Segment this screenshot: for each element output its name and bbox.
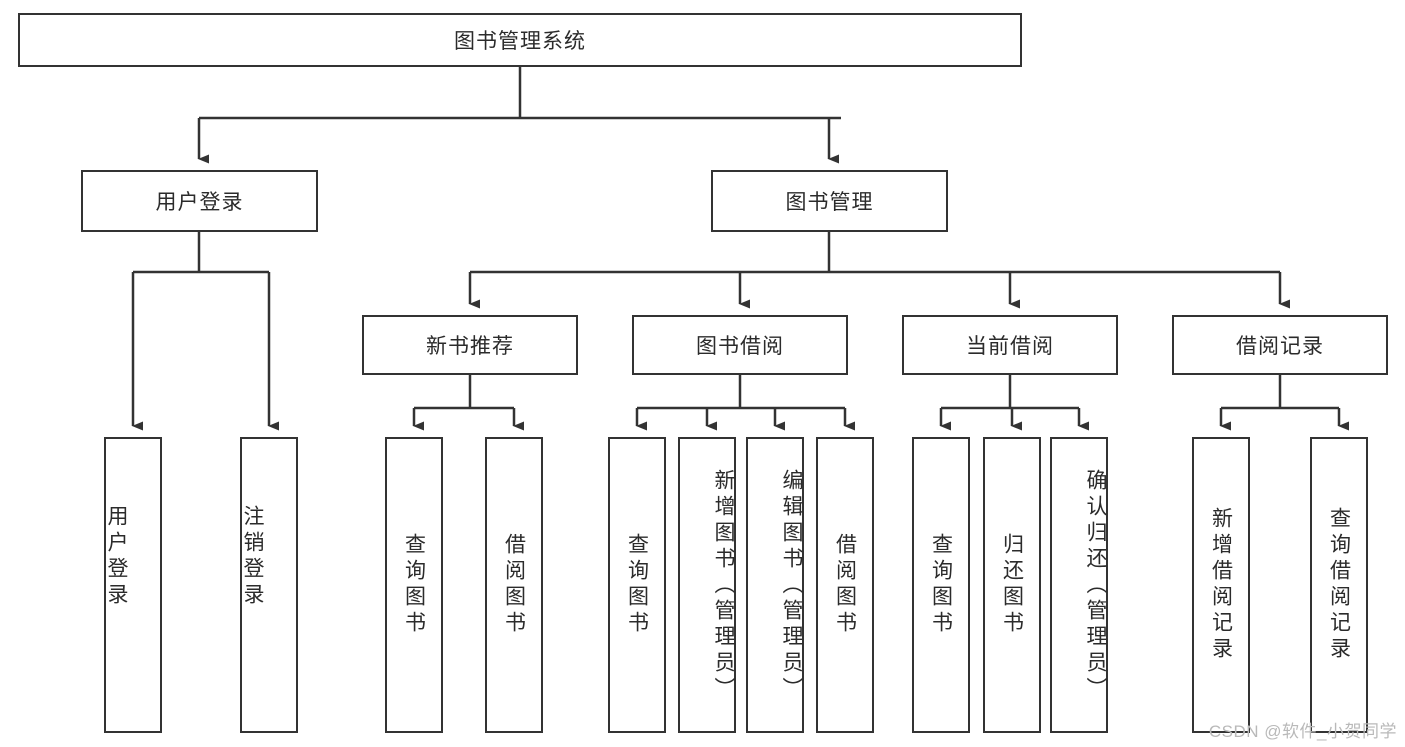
node-leaf-确认归还管理员[interactable]: 确认归还（管理员）	[1050, 437, 1108, 733]
node-level3-当前借阅[interactable]: 当前借阅	[902, 315, 1118, 375]
node-leaf-新增图书管理员[interactable]: 新增图书（管理员）	[678, 437, 736, 733]
node-level3-借阅记录[interactable]: 借阅记录	[1172, 315, 1388, 375]
node-leaf-用户登录[interactable]: 用户登录	[104, 437, 162, 733]
node-level2-用户登录[interactable]: 用户登录	[81, 170, 318, 232]
node-leaf-查询借阅记录[interactable]: 查询借阅记录	[1310, 437, 1368, 733]
node-leaf-新增借阅记录[interactable]: 新增借阅记录	[1192, 437, 1250, 733]
csdn-watermark: CSDN @软件_小贺同学	[1208, 722, 1397, 741]
node-leaf-编辑图书管理员[interactable]: 编辑图书（管理员）	[746, 437, 804, 733]
node-leaf-查询图书[interactable]: 查询图书	[385, 437, 443, 733]
node-leaf-查询图书[interactable]: 查询图书	[608, 437, 666, 733]
node-level3-图书借阅[interactable]: 图书借阅	[632, 315, 848, 375]
node-root-system[interactable]: 图书管理系统	[18, 13, 1022, 67]
node-leaf-借阅图书[interactable]: 借阅图书	[816, 437, 874, 733]
node-leaf-注销登录[interactable]: 注销登录	[240, 437, 298, 733]
node-leaf-查询图书[interactable]: 查询图书	[912, 437, 970, 733]
node-leaf-归还图书[interactable]: 归还图书	[983, 437, 1041, 733]
node-leaf-借阅图书[interactable]: 借阅图书	[485, 437, 543, 733]
node-level2-图书管理[interactable]: 图书管理	[711, 170, 948, 232]
node-level3-新书推荐[interactable]: 新书推荐	[362, 315, 578, 375]
